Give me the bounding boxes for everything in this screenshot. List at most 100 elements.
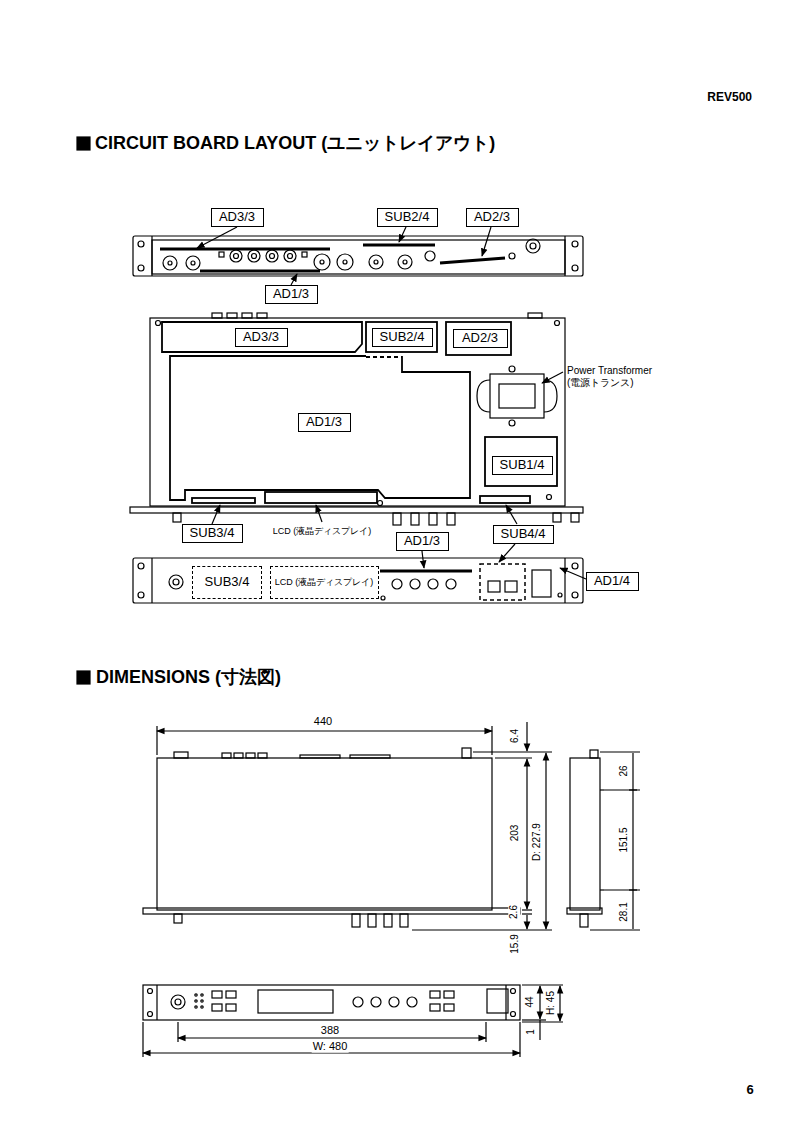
top-view-chassis — [571, 513, 579, 522]
part-name: LCD (液晶ディスプレイ) — [272, 526, 373, 536]
front-panel — [133, 558, 583, 603]
dimension-line — [559, 986, 560, 1021]
side-view — [368, 914, 376, 927]
power-transformer — [509, 366, 515, 372]
side-view — [174, 752, 188, 758]
dimension-line — [600, 751, 640, 752]
leader-arrow — [212, 505, 220, 524]
side-view — [580, 914, 588, 927]
rear-panel — [138, 265, 144, 271]
rear-panel — [160, 248, 330, 251]
callout-box: AD2/3 — [466, 208, 519, 227]
circuit-board-outline — [162, 322, 362, 352]
circuit-board-outline — [265, 492, 377, 503]
front-panel — [446, 579, 456, 589]
rear-panel — [509, 253, 515, 259]
dimension-line — [473, 751, 552, 752]
front-panel — [410, 579, 420, 589]
rear-panel — [425, 251, 435, 261]
rear-panel — [163, 256, 177, 270]
front-panel — [532, 570, 551, 597]
rear-panel — [363, 244, 435, 247]
side-view — [384, 914, 392, 927]
board-name: AD1/3 — [306, 415, 342, 430]
rear-panel — [320, 260, 324, 264]
side-view — [590, 750, 598, 758]
front-view — [353, 997, 363, 1007]
side-view — [600, 789, 604, 790]
rear-panel — [314, 254, 330, 270]
front-view — [511, 1012, 516, 1017]
callout-box: SUB4/4 — [493, 525, 554, 544]
leader-arrow — [499, 544, 515, 562]
callout-box: AD1/3 — [265, 285, 318, 304]
front-panel — [138, 563, 144, 569]
top-view-chassis — [411, 513, 419, 525]
callout-box: SUB3/4 — [182, 524, 243, 543]
dimension: W: 480 — [312, 1040, 349, 1053]
rear-panel — [266, 250, 278, 262]
dimension-line — [526, 722, 527, 751]
rear-panel — [133, 236, 583, 276]
board-region: SUB3/4 — [192, 566, 262, 599]
dimension-line — [177, 1022, 178, 1042]
dimension-line — [412, 929, 552, 930]
rear-panel — [403, 260, 407, 264]
heading-bullet — [77, 137, 90, 684]
side-view — [350, 755, 390, 758]
board-name: SUB4/4 — [501, 527, 546, 542]
circuit-board-outline — [366, 356, 402, 358]
dimension-line — [522, 913, 532, 914]
rear-panel — [186, 256, 200, 270]
front-view — [212, 991, 222, 998]
dimension: 6.4 — [509, 728, 521, 744]
dimension-line — [143, 1052, 520, 1053]
front-view — [201, 1006, 203, 1008]
dimension-line — [156, 726, 157, 755]
circuit-board-outline — [170, 356, 470, 500]
part-name: Power Transformer (電源トランス) — [566, 365, 668, 388]
top-view-chassis — [156, 321, 161, 326]
leader-arrow — [482, 227, 491, 256]
dimension: 440 — [313, 715, 333, 728]
board-label: AD2/3 — [453, 329, 508, 348]
top-view-chassis — [212, 313, 222, 318]
dimension: 388 — [320, 1024, 340, 1037]
front-panel — [138, 592, 144, 598]
rear-panel — [572, 265, 578, 271]
side-view — [462, 748, 471, 758]
dimension-line — [178, 1037, 486, 1038]
side-view — [258, 753, 267, 758]
board-label: SUB2/4 — [372, 328, 433, 347]
top-view-chassis — [429, 513, 437, 525]
rear-panel — [234, 254, 239, 259]
front-view — [505, 985, 506, 1020]
top-view-chassis — [150, 318, 565, 506]
front-view — [171, 995, 185, 1009]
rear-panel — [288, 254, 293, 259]
heading-bullet — [77, 137, 90, 150]
leader-arrow — [316, 505, 322, 522]
rear-panel — [191, 261, 195, 265]
dimension: 151.5 — [618, 826, 630, 853]
model-name: REV500 — [706, 91, 753, 105]
rear-panel — [138, 241, 144, 247]
side-view — [222, 753, 231, 758]
front-panel — [381, 596, 385, 600]
rear-panel — [398, 255, 412, 269]
board-name: SUB3/4 — [205, 575, 250, 590]
top-view-chassis — [242, 313, 252, 318]
board-region: LCD (液晶ディスプレイ) — [270, 566, 379, 599]
front-view — [175, 999, 181, 1005]
front-view — [143, 985, 520, 1020]
dimension-line — [629, 789, 637, 790]
power-transformer — [477, 380, 490, 412]
rear-panel — [152, 240, 565, 274]
board-name: SUB1/4 — [500, 458, 545, 473]
circuit-board-outline — [192, 498, 255, 503]
side-view — [300, 755, 340, 758]
side-view — [567, 908, 602, 914]
front-panel — [480, 564, 525, 600]
callout-box: AD3/3 — [211, 208, 264, 227]
